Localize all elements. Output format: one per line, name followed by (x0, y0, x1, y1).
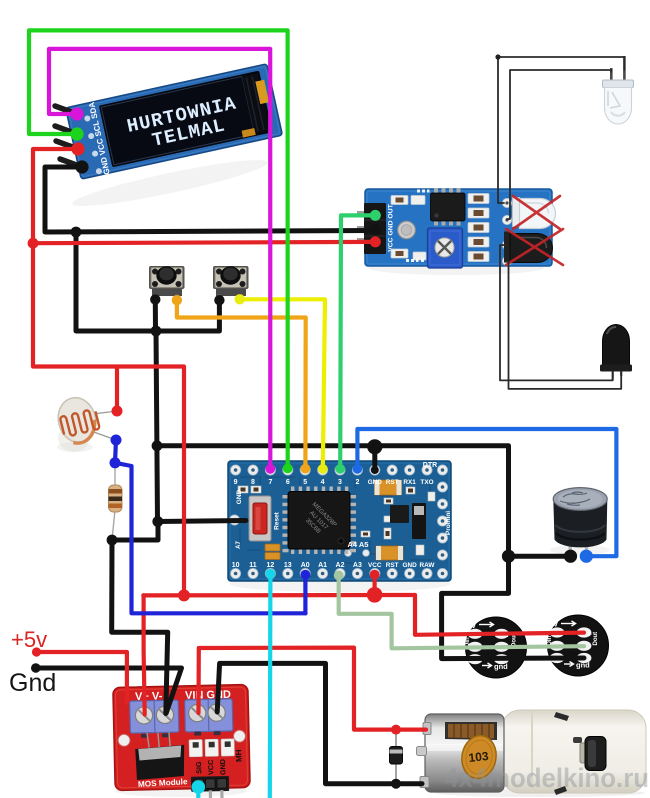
svg-text:2: 2 (355, 479, 359, 486)
svg-text:13: 13 (284, 562, 292, 569)
svg-text:103: 103 (468, 749, 490, 765)
svg-text:A2: A2 (336, 562, 345, 569)
svg-text:GND: GND (402, 562, 417, 569)
svg-text:A3: A3 (353, 562, 362, 569)
svg-text:RX1: RX1 (403, 479, 416, 486)
svg-text:5V: 5V (467, 621, 476, 630)
svg-text:A0: A0 (301, 562, 310, 569)
svg-text:9: 9 (234, 479, 238, 486)
svg-text:GND: GND (236, 489, 243, 504)
svg-text:MH: MH (234, 749, 243, 762)
svg-text:RAW: RAW (420, 562, 436, 569)
svg-text:RST: RST (386, 479, 399, 486)
svg-text:5: 5 (303, 479, 307, 486)
svg-text:Dout: Dout (512, 633, 518, 647)
svg-text:7: 7 (268, 479, 272, 486)
svg-text:DTR: DTR (423, 462, 437, 469)
svg-text:GND: GND (368, 479, 383, 486)
svg-text:A1: A1 (318, 562, 327, 569)
svg-text:Promini: Promini (445, 511, 452, 535)
svg-text:12: 12 (267, 562, 275, 569)
svg-text:4: 4 (321, 479, 325, 486)
svg-text:8: 8 (251, 479, 255, 486)
svg-text:VCC: VCC (368, 562, 382, 569)
svg-text:A4 A5: A4 A5 (348, 540, 369, 549)
svg-text:RST: RST (386, 562, 399, 569)
svg-text:gnd: gnd (494, 662, 508, 671)
svg-text:MOS Module: MOS Module (138, 777, 188, 789)
svg-text:VCC: VCC (206, 760, 215, 775)
svg-text:5V: 5V (549, 620, 558, 629)
svg-text:+5v: +5v (11, 627, 47, 652)
svg-text:VCC GND OUT: VCC GND OUT (388, 203, 395, 251)
svg-text:A7: A7 (236, 541, 242, 549)
svg-text:11: 11 (249, 562, 257, 569)
svg-text:3: 3 (338, 479, 342, 486)
svg-text:Gnd: Gnd (9, 669, 56, 697)
svg-text:Din: Din (547, 636, 553, 646)
svg-text:SIG: SIG (194, 761, 203, 774)
svg-text:Din: Din (465, 637, 471, 647)
svg-text:+: + (588, 630, 593, 639)
svg-text:GND: GND (218, 759, 227, 775)
svg-text:TXO: TXO (420, 479, 433, 486)
svg-text:10: 10 (232, 562, 240, 569)
svg-text:gnd: gnd (576, 661, 590, 670)
svg-text:Dout: Dout (593, 632, 599, 646)
svg-text:4x4modelkino.ru: 4x4modelkino.ru (444, 763, 649, 793)
svg-text:6: 6 (286, 479, 290, 486)
svg-text:Reset: Reset (274, 511, 281, 530)
svg-text:V+ V-: V+ V- (135, 690, 163, 703)
